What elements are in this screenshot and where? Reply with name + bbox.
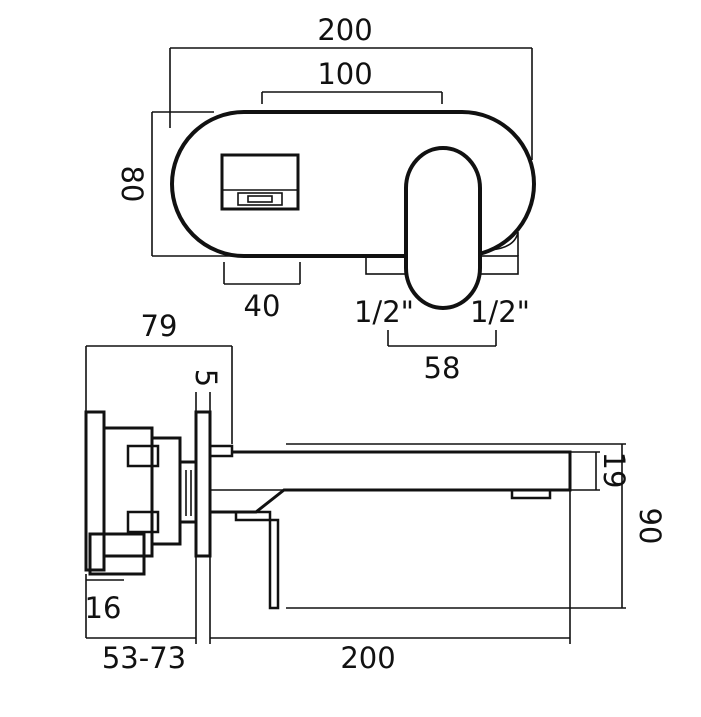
side-view: 79 5	[84, 309, 667, 675]
spout-side	[208, 444, 572, 610]
dim-side-spout-length: 200	[209, 490, 571, 675]
dim-label: 5	[189, 369, 223, 387]
dim-side-depth: 79	[85, 309, 233, 444]
dim-plan-handle-width: 40	[223, 262, 301, 323]
valve-body-side	[84, 410, 198, 576]
lever-handle-plan	[220, 153, 300, 211]
dim-label: 19	[597, 452, 631, 489]
dim-label: 90	[633, 508, 667, 545]
wall-plate-side	[194, 410, 212, 558]
dim-plan-height: 80	[115, 111, 240, 257]
spout-plan	[365, 146, 519, 310]
dim-label: 40	[244, 289, 281, 323]
dim-label: 200	[340, 641, 395, 675]
dim-side-handle-offset: 16	[85, 574, 124, 638]
plan-view: 200 100 80	[115, 13, 536, 385]
dim-label: 53-73	[102, 641, 186, 675]
dim-label: 100	[317, 57, 372, 91]
dim-label: 16	[85, 591, 122, 625]
dim-label: 200	[317, 13, 372, 47]
dim-side-wall-range: 53-73	[86, 556, 197, 675]
thread-label-left: 1/2"	[354, 295, 414, 329]
dim-plan-inner-width: 100	[261, 57, 443, 104]
thread-label-right: 1/2"	[470, 295, 530, 329]
dim-label: 79	[141, 309, 178, 343]
dim-plan-centres: 58	[387, 330, 497, 385]
dim-label: 80	[115, 166, 149, 203]
dim-side-plate: 5	[189, 369, 223, 412]
dim-side-spout-height: 19	[570, 451, 631, 491]
dim-plan-overall-width: 200	[169, 13, 533, 160]
dim-label: 58	[424, 351, 461, 385]
